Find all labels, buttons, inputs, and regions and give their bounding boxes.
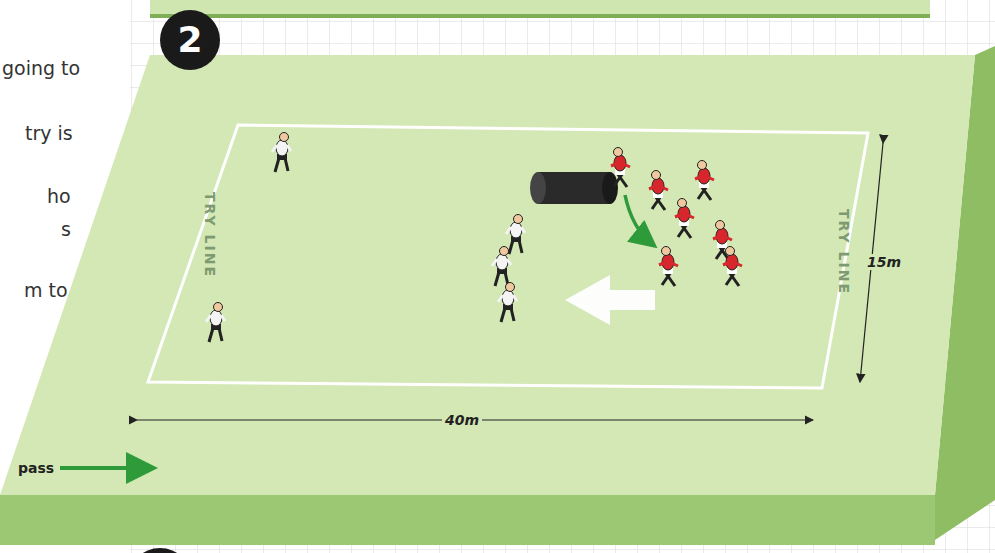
attacking-player [611,148,630,188]
attack-direction-arrow [565,275,655,325]
attacking-player [649,171,668,211]
try-line-label: TRY LINE [836,209,852,295]
defending-player [506,215,525,255]
attacking-player [659,247,678,287]
players [206,133,742,343]
try-line-label: TRY LINE [202,192,218,278]
dimension-label: 15m [864,254,904,270]
defending-player [498,283,517,323]
step-number-badge: 2 [160,10,220,70]
attacking-player [723,247,742,287]
previous-board [150,0,930,14]
board-top [0,55,975,495]
intro-text-fragment: try is [25,122,73,144]
attacking-player [695,161,714,201]
legend-label: pass [18,460,54,476]
defending-player [492,247,511,287]
attacking-player [675,199,694,239]
intro-text-fragment: ho [47,185,71,207]
pass-arrow [625,195,652,244]
intro-text-fragment: going to [2,57,80,79]
dimension-label: 40m [442,412,482,428]
legend-pass-arrow [60,466,150,470]
defending-player [206,303,225,343]
pitch-lines [148,125,868,388]
board-front [0,495,935,545]
defending-player [272,133,291,173]
next-step-marker [128,548,192,553]
intro-text-fragment: m to [24,279,68,301]
step-number: 2 [177,22,202,58]
tackle-bag [530,172,618,204]
intro-text-fragment: s [61,218,71,240]
